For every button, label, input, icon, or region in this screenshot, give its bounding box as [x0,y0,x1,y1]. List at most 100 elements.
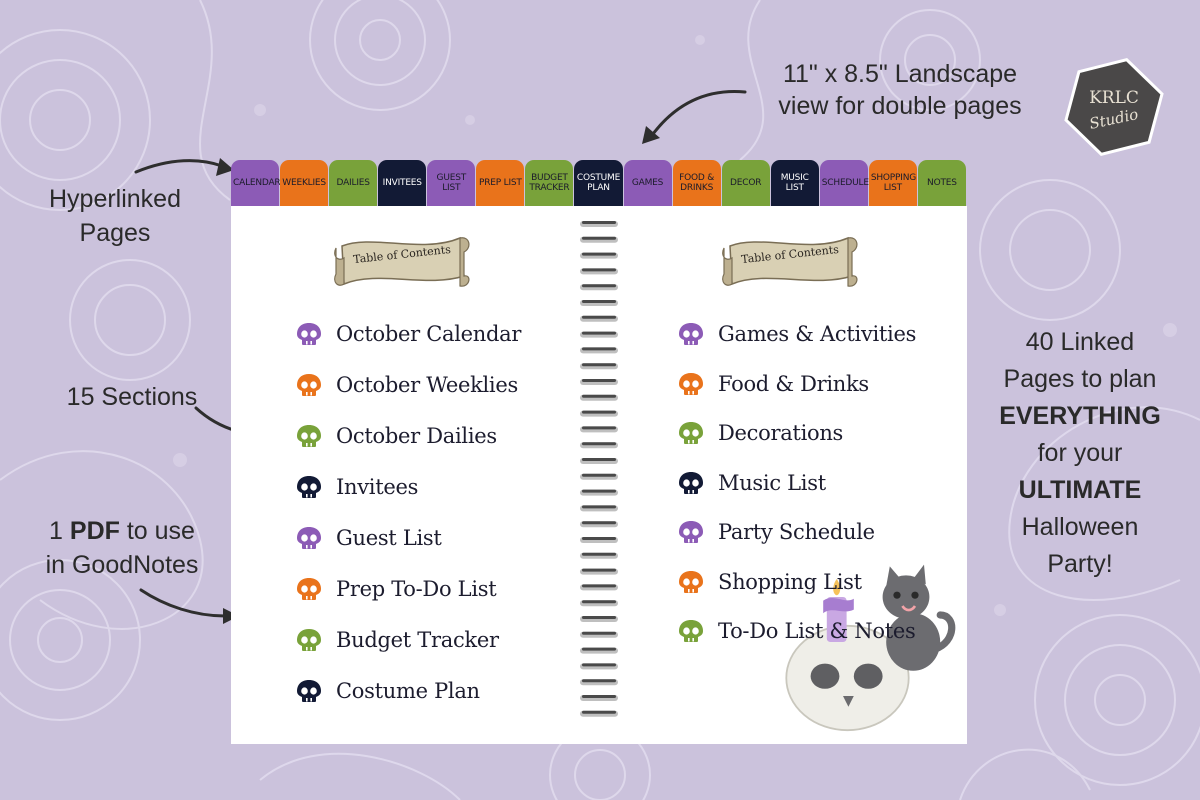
tab-games[interactable]: GAMES [623,160,672,206]
tab-label: SCHEDULE [821,178,869,188]
toc-item-label: Prep To-Do List [336,577,497,601]
left-toc-item[interactable]: October Dailies [296,424,497,448]
linked-line7: Party! [1047,550,1113,578]
right-toc-item[interactable]: Party Schedule [678,520,875,544]
skull-icon [297,680,321,702]
sections-callout: 15 Sections [66,383,198,411]
linked-line5: ULTIMATE [1018,476,1142,504]
tab-decor[interactable]: DECOR [721,160,770,206]
landscape-callout: 11" x 8.5" Landscape view for double pag… [745,58,1055,122]
spiral-binding [580,221,618,717]
tab-label: DECOR [730,178,762,188]
linked-pages-callout: 40 Linked Pages to plan EVERYTHING for y… [980,324,1180,583]
tab-label: FOOD & DRINKS [679,173,715,193]
skull-cat-candle-illustration [785,564,956,732]
tab-label: WEEKLIES [282,178,326,188]
krlc-studio-logo: KRLC Studio [1064,58,1164,156]
tab-prep-list[interactable]: PREP LIST [476,160,525,206]
right-toc-item[interactable]: To-Do List & Notes [678,619,916,643]
pdf-callout-line2: in GoodNotes [45,551,199,579]
linked-line2: Pages to plan [1003,365,1157,393]
linked-line3: EVERYTHING [999,402,1161,430]
tab-shopping-list[interactable]: SHOPPING LIST [868,160,917,206]
pdf-callout-line1: 1 PDF to use [22,514,222,548]
skull-icon [679,521,703,543]
right-toc-banner: Table of Contents [720,226,860,296]
tab-label: MUSIC LIST [780,173,809,193]
hyperlinked-callout-line2: Pages [79,219,151,247]
left-toc-item[interactable]: October Weeklies [296,373,518,397]
tab-dailies[interactable]: DAILIES [329,160,378,206]
tab-schedule[interactable]: SCHEDULE [819,160,869,206]
tab-label: INVITEES [382,178,422,188]
hyperlinked-arrow [134,158,234,176]
tab-label: CALENDAR [233,178,281,188]
pdf-arrow [139,588,239,624]
logo-text-krlc: KRLC [1089,88,1139,108]
skull-icon [297,323,321,345]
toc-item-label: October Dailies [336,424,497,448]
right-toc-item[interactable]: Music List [678,471,826,495]
tab-label: GUEST LIST [436,173,467,193]
skull-icon [679,471,703,494]
skull-icon [679,620,703,642]
skull-icon [679,422,703,444]
right-toc-item[interactable]: Food & Drinks [678,372,869,396]
tab-guest-list[interactable]: GUEST LIST [427,160,476,206]
toc-item-label: Shopping List [718,569,862,594]
tab-food-drinks[interactable]: FOOD & DRINKS [672,160,721,206]
tab-costume-plan[interactable]: COSTUME PLAN [574,160,623,206]
tab-label: SHOPPING LIST [870,173,917,193]
right-toc-item[interactable]: Games & Activities [678,322,916,346]
landscape-callout-line2: view for double pages [778,92,1022,120]
right-toc-item[interactable]: Decorations [678,421,843,445]
pdf-callout-bold: PDF [69,517,120,545]
tab-weeklies[interactable]: WEEKLIES [280,160,329,206]
toc-item-label: Games & Activities [718,322,917,346]
linked-line4: for your [1037,439,1123,467]
skull-icon [679,372,703,395]
skull-icon [297,476,321,498]
tab-music-list[interactable]: MUSIC LIST [770,160,819,206]
pdf-callout: 1 PDF to use in GoodNotes [22,514,222,582]
toc-item-label: Budget Tracker [336,628,499,652]
skull-icon [297,527,321,549]
toc-item-label: Food & Drinks [718,371,869,396]
tab-invitees[interactable]: INVITEES [378,160,427,206]
scroll-banner-icon [722,236,858,287]
skull-icon [297,578,321,600]
tab-label: NOTES [927,178,957,188]
skull-icon [679,323,703,345]
left-toc-item[interactable]: Costume Plan [296,679,480,703]
left-toc-banner: Table of Contents [332,226,472,296]
right-toc-item[interactable]: Shopping List [678,570,862,594]
skull-icon [297,425,321,447]
tab-calendar[interactable]: CALENDAR [231,160,281,206]
landscape-arrow [642,90,747,144]
toc-item-label: October Weeklies [336,373,518,397]
skull-icon [679,570,703,593]
toc-item-label: Costume Plan [336,679,480,703]
toc-item-label: Decorations [718,421,844,445]
hyperlinked-callout-line1: Hyperlinked [48,185,181,213]
left-page [231,206,599,744]
scroll-banner-icon [334,236,470,287]
linked-line6: Halloween [1021,513,1139,541]
tab-label: BUDGET TRACKER [529,173,570,193]
left-toc-item[interactable]: October Calendar [296,322,521,346]
tab-label: PREP LIST [478,178,522,188]
left-toc-item[interactable]: Invitees [296,475,418,499]
tab-notes[interactable]: NOTES [917,160,966,206]
landscape-callout-line1: 11" x 8.5" Landscape [782,60,1018,88]
left-toc-item[interactable]: Prep To-Do List [296,577,497,601]
left-toc-item[interactable]: Guest List [296,526,442,550]
tab-label: DAILIES [336,178,370,188]
toc-item-label: October Calendar [336,322,522,346]
left-toc-item[interactable]: Budget Tracker [296,628,499,652]
toc-item-label: Guest List [336,526,442,550]
toc-item-label: Music List [718,470,826,495]
toc-item-label: To-Do List & Notes [718,619,916,643]
tab-budget-tracker[interactable]: BUDGET TRACKER [525,160,574,206]
pdf-callout-post: to use [119,517,195,545]
